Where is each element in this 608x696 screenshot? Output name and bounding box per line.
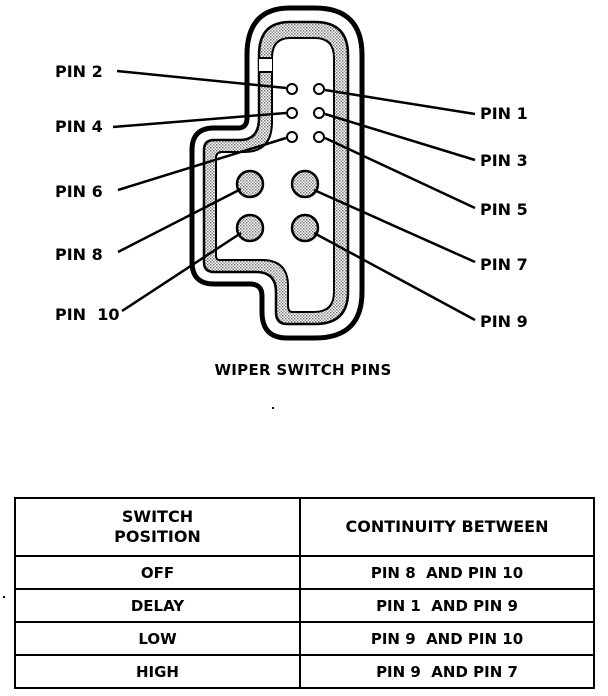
- table-row: LOW PIN 9 AND PIN 10: [14, 621, 595, 656]
- cell-continuity: PIN 1 AND PIN 9: [299, 588, 595, 623]
- header-continuity-between: CONTINUITY BETWEEN: [299, 497, 595, 557]
- pin-7-terminal: [290, 169, 320, 199]
- leader-pin-9: [313, 231, 476, 322]
- cell-continuity: PIN 9 AND PIN 10: [299, 621, 595, 656]
- label-pin-2: PIN 2: [55, 62, 103, 81]
- leader-pin-6: [117, 136, 287, 192]
- label-pin-4: PIN 4: [55, 117, 103, 136]
- pin-10-terminal: [235, 213, 265, 243]
- switch-continuity-table: SWITCH POSITION CONTINUITY BETWEEN OFF P…: [14, 497, 595, 689]
- header-switch-line: SWITCH: [121, 507, 194, 526]
- small-pin-terminals: [286, 83, 325, 143]
- leader-pin-2: [116, 69, 287, 90]
- table-row: HIGH PIN 9 AND PIN 7: [14, 654, 595, 689]
- table-row: OFF PIN 8 AND PIN 10: [14, 555, 595, 590]
- pin-5-terminal: [313, 131, 325, 143]
- cell-switch-position: DELAY: [14, 588, 301, 623]
- wiper-switch-connector-diagram: PIN 2 PIN 4 PIN 6 PIN 8 PIN 10 PIN 1 PIN…: [55, 5, 528, 379]
- cell-continuity: PIN 9 AND PIN 7: [299, 654, 595, 689]
- leader-pin-3: [324, 112, 476, 162]
- label-pin-6: PIN 6: [55, 182, 103, 201]
- diagram-caption: WIPER SWITCH PINS: [214, 361, 391, 379]
- leader-pin-8: [117, 187, 242, 254]
- stray-mark: [3, 596, 5, 598]
- cell-switch-position: OFF: [14, 555, 301, 590]
- pin-8-terminal: [235, 169, 265, 199]
- pin-3-terminal: [313, 107, 325, 119]
- connector-housing: [189, 5, 365, 341]
- pin-2-terminal: [286, 83, 298, 95]
- label-pin-10: PIN 10: [55, 305, 119, 324]
- label-pin-8: PIN 8: [55, 245, 103, 264]
- leader-pin-7: [313, 188, 476, 264]
- label-pin-3: PIN 3: [480, 151, 528, 170]
- table-row: DELAY PIN 1 AND PIN 9: [14, 588, 595, 623]
- cell-switch-position: HIGH: [14, 654, 301, 689]
- pin-6-terminal: [286, 131, 298, 143]
- cell-continuity: PIN 8 AND PIN 10: [299, 555, 595, 590]
- pin-4-terminal: [286, 107, 298, 119]
- table-header-row: SWITCH POSITION CONTINUITY BETWEEN: [14, 497, 595, 557]
- pin-9-terminal: [290, 213, 320, 243]
- header-position-line: POSITION: [114, 527, 201, 546]
- leader-pin-5: [324, 136, 476, 210]
- stray-mark: [272, 407, 274, 409]
- leader-pin-1: [324, 88, 476, 116]
- label-pin-1: PIN 1: [480, 104, 528, 123]
- header-switch-position: SWITCH POSITION: [14, 497, 301, 557]
- large-pin-terminals: [235, 169, 320, 243]
- pin-1-terminal: [313, 83, 325, 95]
- label-pin-9: PIN 9: [480, 312, 528, 331]
- leader-lines: [112, 69, 476, 322]
- label-pin-7: PIN 7: [480, 255, 528, 274]
- label-pin-5: PIN 5: [480, 200, 528, 219]
- leader-pin-10: [121, 231, 242, 313]
- leader-pin-4: [112, 111, 287, 129]
- cell-switch-position: LOW: [14, 621, 301, 656]
